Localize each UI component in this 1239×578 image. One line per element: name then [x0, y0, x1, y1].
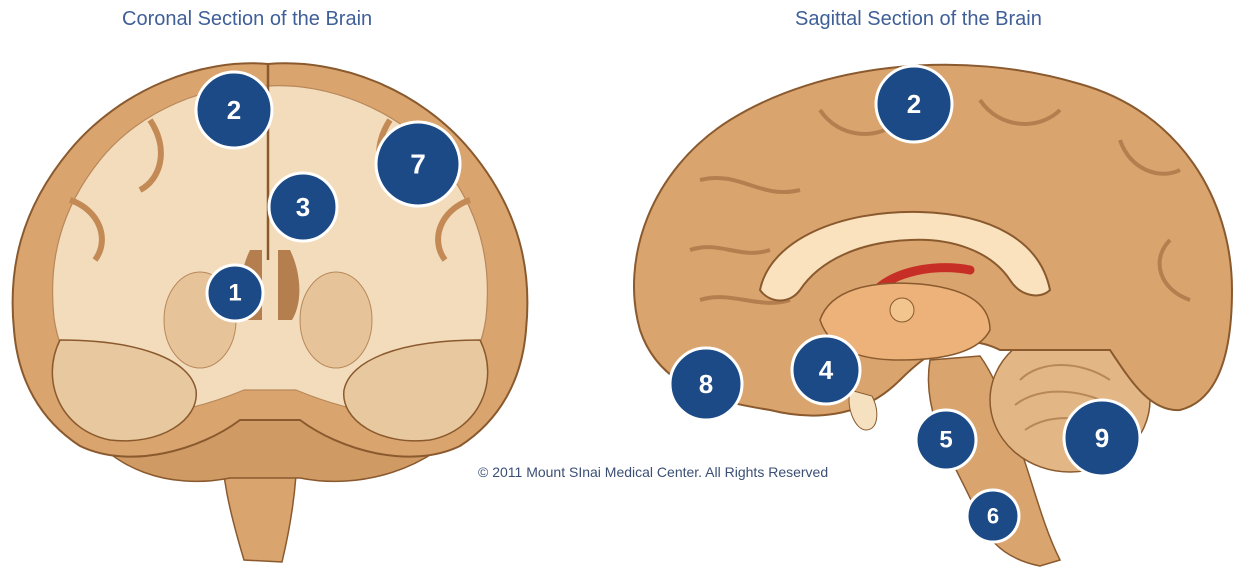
marker-coronal-3[interactable]: 3: [269, 173, 337, 241]
sagittal-brain: [634, 65, 1232, 566]
marker-sagittal-2[interactable]: 2: [876, 66, 952, 142]
marker-coronal-2-label: 2: [227, 95, 241, 125]
marker-sagittal-4[interactable]: 4: [792, 336, 860, 404]
marker-coronal-2[interactable]: 2: [196, 72, 272, 148]
marker-sagittal-6[interactable]: 6: [967, 490, 1019, 542]
marker-sagittal-2-label: 2: [907, 89, 921, 119]
marker-coronal-7[interactable]: 7: [376, 122, 460, 206]
marker-sagittal-9-label: 9: [1095, 423, 1109, 453]
sagittal-pineal: [890, 298, 914, 322]
marker-sagittal-6-label: 6: [987, 504, 999, 529]
marker-coronal-7-label: 7: [410, 149, 426, 180]
marker-coronal-3-label: 3: [296, 192, 310, 222]
marker-sagittal-5-label: 5: [939, 427, 952, 454]
marker-coronal-1-label: 1: [228, 280, 241, 307]
marker-sagittal-5[interactable]: 5: [916, 410, 976, 470]
marker-sagittal-9[interactable]: 9: [1064, 400, 1140, 476]
copyright-notice: © 2011 Mount SInai Medical Center. All R…: [478, 464, 828, 480]
coronal-basal-ganglia-right: [300, 272, 372, 368]
marker-sagittal-8-label: 8: [699, 369, 713, 399]
marker-sagittal-4-label: 4: [819, 355, 834, 385]
marker-coronal-1[interactable]: 1: [207, 265, 263, 321]
marker-sagittal-8[interactable]: 8: [670, 348, 742, 420]
